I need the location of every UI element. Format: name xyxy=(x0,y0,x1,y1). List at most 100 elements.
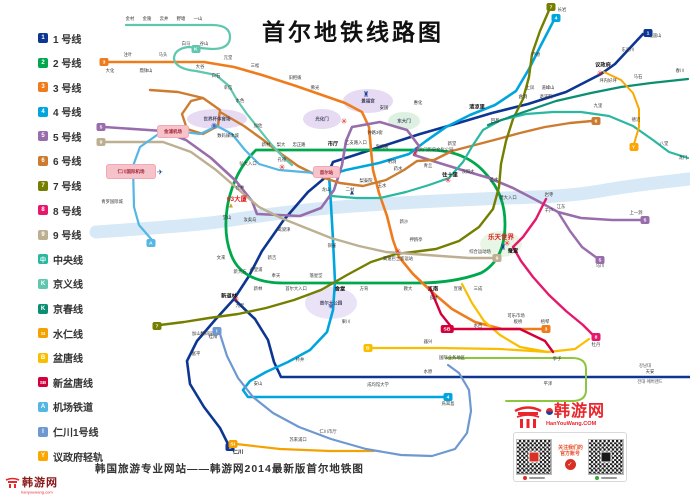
line-terminus-badge: 9 xyxy=(96,138,106,146)
highlight-ellipse xyxy=(480,231,522,257)
station-label: 仁川市厅 xyxy=(319,429,337,435)
station-label: 梧琴 xyxy=(540,319,550,325)
station-label: 水原 xyxy=(423,369,433,375)
station-label: 八堂 xyxy=(659,141,669,147)
station-label: 白马 xyxy=(181,41,191,47)
airport-highlight-box: 首尔站 xyxy=(313,166,340,178)
line-color-badge: 3 xyxy=(38,82,48,93)
line-terminus-badge: SB xyxy=(440,325,454,333)
line-color-badge: SB xyxy=(38,377,48,388)
station-label: 综合运动场 xyxy=(469,249,491,255)
station-label: 高速巴士客运站 xyxy=(382,256,414,262)
subway-bundang-a xyxy=(460,282,591,354)
line-terminus-badge: 5 xyxy=(595,256,605,264)
station-label: 文来 xyxy=(216,255,226,261)
line-name-label: 京义线 xyxy=(53,280,83,292)
legend-item: 9 9 号线 xyxy=(38,229,103,242)
line-terminus-badge: 7 xyxy=(152,322,162,330)
line-color-badge: K xyxy=(38,303,48,314)
subway-everline xyxy=(445,357,587,402)
line-name-label: 5 号线 xyxy=(53,132,82,144)
line-name-label: 4 号线 xyxy=(53,108,82,120)
station-label: 富平 xyxy=(191,351,201,357)
station-label: 新堂 xyxy=(447,141,457,147)
station-label: 加山数码园区 xyxy=(192,331,218,337)
line-name-label: 仁川1号线 xyxy=(53,428,99,439)
station-label: 注叶 xyxy=(123,52,133,58)
station-label: 牡丹 xyxy=(591,342,601,348)
korean-gate-logo xyxy=(514,406,542,428)
legend-item: K 京义线 xyxy=(38,278,103,292)
subway-line4 xyxy=(241,18,556,399)
station-label: 马石 xyxy=(633,74,643,80)
station-label: 水西 xyxy=(473,323,483,329)
line-name-label: 议政府轻轨 xyxy=(53,452,103,464)
line-terminus-badge: 1 xyxy=(643,29,653,37)
promo-brand: 韩游网 xyxy=(546,404,627,420)
station-label: 新林 xyxy=(253,286,263,292)
line-color-badge: 7 xyxy=(38,180,48,191)
station-label: 玉水 xyxy=(377,183,387,189)
line-terminus-badge: 8 xyxy=(591,333,601,341)
legend-item: 中 中央线 xyxy=(38,254,103,267)
station-label: 倉洞 xyxy=(518,94,528,100)
line-terminus-badge: SI xyxy=(228,440,238,448)
lotte-world-icon: ♜ xyxy=(499,244,507,252)
station-label: 成均馆大学 xyxy=(367,382,389,388)
landmark-label: 首尔大公园 xyxy=(319,300,343,306)
station-label: 白石 xyxy=(211,73,221,79)
station-label: 安山 xyxy=(253,381,263,387)
station-label: 钟路3街 xyxy=(367,130,383,136)
station-label: 乙支路入口 xyxy=(345,140,367,146)
subway-line1-suwon xyxy=(232,297,690,379)
airplane-icon: ✈ xyxy=(157,169,163,177)
stadium-icon: ◉ xyxy=(210,122,218,130)
station-label: 数码媒体城 xyxy=(217,133,239,139)
station-label: 方背 xyxy=(359,286,369,292)
subway-line5 xyxy=(102,120,643,222)
qr-code-left xyxy=(516,439,552,480)
station-label: 建大入口 xyxy=(499,195,517,201)
promo-domain: HanYouWang.COM xyxy=(546,420,597,427)
station-label: 忠正路 xyxy=(292,142,306,148)
line-name-label: 8 号线 xyxy=(53,206,82,218)
transfer-star-icon: ✳ xyxy=(394,247,402,256)
station-label: 仁川 xyxy=(232,448,244,455)
station-label: 教大 xyxy=(403,286,413,292)
station-label: 佛光 xyxy=(310,85,320,91)
subway-bundang-b xyxy=(368,346,550,354)
line-terminus-badge: 5 xyxy=(96,123,106,131)
station-label: 东豆川 xyxy=(621,47,635,53)
landmark-red-label: 乐天世界 xyxy=(488,233,514,241)
station-label: 宣陵 xyxy=(453,286,463,292)
highlight-ellipse xyxy=(305,287,357,319)
station-label: 金陵 xyxy=(142,16,152,22)
station-label: 逍遥山 xyxy=(648,33,662,39)
station-label: 龙山 xyxy=(321,187,331,193)
line-color-badge: 2 xyxy=(38,57,48,68)
station-label: 旧把拨 xyxy=(288,75,302,81)
station-label: 烏耳島 xyxy=(441,401,455,407)
63-building-icon: ▲ xyxy=(227,202,235,210)
station-label: 首尔大入口 xyxy=(285,286,307,292)
station-label: 新沙 xyxy=(399,219,409,225)
station-label: 马川 xyxy=(595,263,605,269)
subway-jungang xyxy=(329,110,690,200)
line-terminus-badge: Y xyxy=(629,143,639,151)
station-label: 芦原 xyxy=(531,52,541,58)
station-label: 大谷 xyxy=(195,64,205,70)
line-name-label: 2 号线 xyxy=(53,59,82,71)
line-color-badge: Y xyxy=(38,451,48,462)
station-label: 果川 xyxy=(341,319,351,325)
station-label: 九里 xyxy=(593,103,603,109)
legend-item: K 京春线 xyxy=(38,303,103,316)
transfer-star-icon: ✳ xyxy=(340,117,348,126)
station-label: 苏来浦口 xyxy=(289,437,307,443)
line-terminus-badge: 6 xyxy=(591,117,601,125)
station-label: 奉天 xyxy=(271,273,281,279)
station-label: 往十里 xyxy=(442,171,458,178)
station-label: 江南 xyxy=(427,285,439,292)
station-label: 龙门 xyxy=(678,155,688,161)
